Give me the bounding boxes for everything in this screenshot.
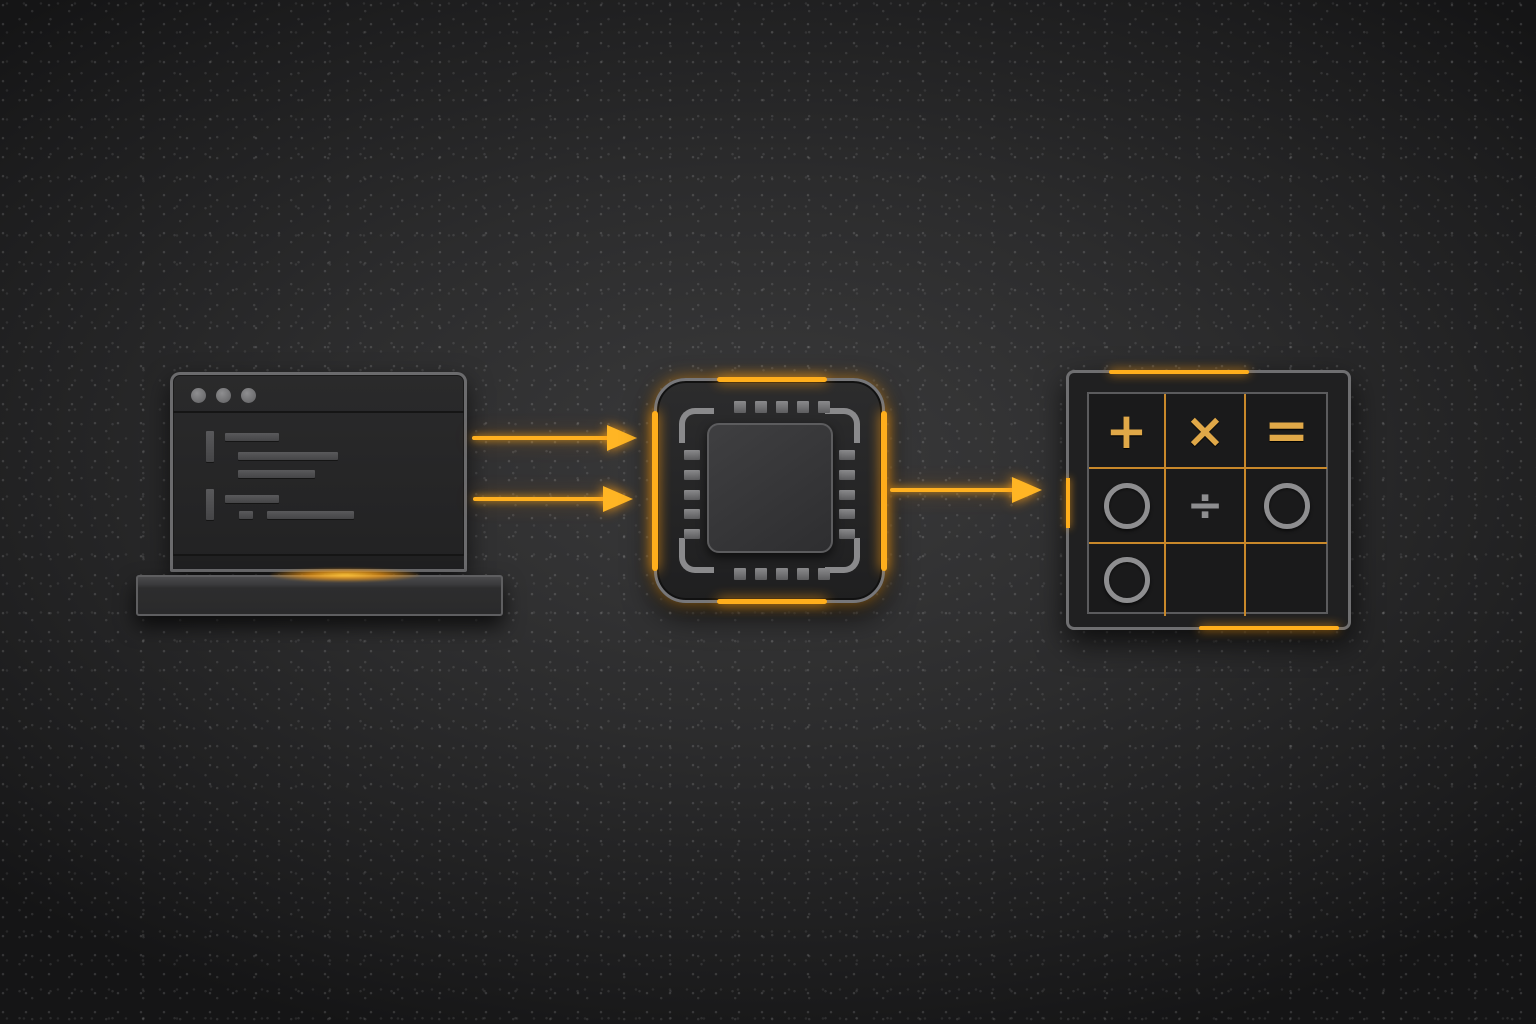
grid-cell: ÷ bbox=[1166, 469, 1246, 544]
window-title-bar bbox=[173, 375, 464, 413]
chip-pin bbox=[797, 401, 809, 413]
grid-cell: × bbox=[1166, 394, 1246, 469]
chip-corner-bracket bbox=[679, 538, 714, 573]
arrow-chip-to-grid bbox=[890, 475, 1050, 505]
chip-pin bbox=[776, 568, 788, 580]
arrow-head-icon bbox=[603, 486, 633, 512]
chip-pin bbox=[684, 470, 700, 480]
grid-cell bbox=[1089, 544, 1166, 616]
circle-icon bbox=[1103, 482, 1150, 529]
plus-icon: + bbox=[1105, 401, 1148, 460]
chip-pin bbox=[839, 490, 855, 500]
grid-cell-empty bbox=[1246, 544, 1327, 616]
code-line bbox=[238, 470, 315, 478]
chip-pin bbox=[684, 509, 700, 519]
chip-pin bbox=[797, 568, 809, 580]
grid-cell-empty bbox=[1166, 544, 1246, 616]
chip-pin bbox=[839, 529, 855, 539]
window-dot-icon bbox=[216, 388, 231, 403]
arrow-head-icon bbox=[1012, 477, 1042, 503]
code-line bbox=[238, 452, 338, 460]
operator-grid-icon: + × = ÷ bbox=[1066, 370, 1351, 630]
chip-corner-bracket bbox=[825, 408, 860, 443]
divide-icon: ÷ bbox=[1186, 479, 1224, 531]
grid-cell bbox=[1246, 469, 1327, 544]
chip-pin bbox=[734, 401, 746, 413]
chip-pin bbox=[755, 401, 767, 413]
window-dot-icon bbox=[241, 388, 256, 403]
chip-corner-bracket bbox=[825, 538, 860, 573]
glow-highlight bbox=[270, 568, 420, 582]
window-dot-icon bbox=[191, 388, 206, 403]
glow-highlight bbox=[717, 377, 827, 382]
operator-grid: + × = ÷ bbox=[1087, 392, 1328, 616]
grid-cell: + bbox=[1089, 394, 1166, 469]
glow-highlight bbox=[1109, 370, 1249, 374]
circle-icon bbox=[1263, 482, 1310, 529]
glow-highlight bbox=[881, 411, 887, 571]
code-line bbox=[225, 433, 279, 441]
multiply-icon: × bbox=[1184, 402, 1226, 459]
chip-corner-bracket bbox=[679, 408, 714, 443]
chip-pin bbox=[839, 470, 855, 480]
code-gutter-bar bbox=[206, 431, 214, 462]
grid-cell bbox=[1089, 469, 1166, 544]
glow-highlight bbox=[652, 411, 658, 571]
chip-pin bbox=[755, 568, 767, 580]
glow-highlight bbox=[1199, 626, 1339, 630]
glow-highlight bbox=[717, 599, 827, 604]
grid-cell: = bbox=[1246, 394, 1327, 469]
code-line bbox=[239, 511, 253, 519]
chip-pin bbox=[818, 568, 830, 580]
chip-pin bbox=[734, 568, 746, 580]
arrow-laptop-to-chip-2 bbox=[473, 484, 638, 514]
circle-icon bbox=[1103, 557, 1150, 603]
laptop-screen bbox=[170, 372, 467, 572]
arrow-laptop-to-chip-1 bbox=[472, 423, 637, 453]
chip-pin bbox=[684, 450, 700, 460]
glow-highlight bbox=[1066, 478, 1070, 528]
cpu-chip-icon bbox=[652, 377, 887, 604]
code-line bbox=[267, 511, 354, 519]
chip-pin bbox=[818, 401, 830, 413]
chip-die bbox=[707, 423, 833, 553]
chip-pin bbox=[839, 450, 855, 460]
code-line bbox=[225, 495, 279, 503]
equals-icon: = bbox=[1263, 398, 1310, 462]
chip-pin bbox=[776, 401, 788, 413]
chip-pin bbox=[684, 529, 700, 539]
code-gutter-bar bbox=[206, 489, 214, 520]
chip-pin bbox=[839, 509, 855, 519]
screen-bezel bbox=[173, 554, 464, 569]
chip-pin bbox=[684, 490, 700, 500]
arrow-head-icon bbox=[607, 425, 637, 451]
